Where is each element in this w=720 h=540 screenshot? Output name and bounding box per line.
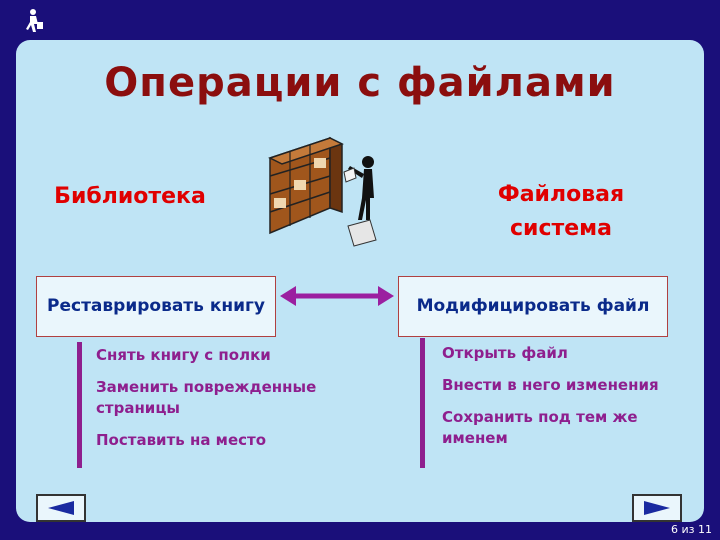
restore-book-box: Реставрировать книгу — [36, 276, 276, 337]
file-system-heading: Файловая система — [497, 182, 625, 241]
prev-slide-button[interactable] — [36, 494, 86, 522]
file-step: Открыть файл — [442, 344, 568, 362]
arrow-left-icon — [48, 501, 74, 515]
next-slide-button[interactable] — [632, 494, 682, 522]
library-step: Снять книгу с полки — [96, 346, 271, 364]
page-indicator: 6 из 11 — [671, 523, 712, 536]
file-step: Внести в него изменения — [442, 376, 659, 394]
library-steps: Снять книгу с полки Заменить поврежденны… — [96, 345, 326, 462]
left-steps-bar — [77, 342, 82, 468]
bookshelf-clipart — [268, 136, 377, 247]
modify-file-box: Модифицировать файл — [398, 276, 668, 337]
file-steps: Открыть файл Внести в него изменения Сох… — [442, 343, 672, 460]
slide-panel: Операции с файлами Библиотека Файловая с… — [16, 40, 704, 522]
library-heading: Библиотека — [54, 184, 206, 209]
arrow-right-icon — [644, 501, 670, 515]
library-step: Заменить поврежденные страницы — [96, 378, 317, 417]
file-step: Сохранить под тем же именем — [442, 408, 638, 447]
library-step: Поставить на место — [96, 431, 267, 449]
walking-man-icon — [26, 9, 43, 32]
double-arrow-icon — [280, 286, 394, 306]
slide-title: Операции с файлами — [104, 60, 616, 106]
right-steps-bar — [420, 338, 425, 468]
